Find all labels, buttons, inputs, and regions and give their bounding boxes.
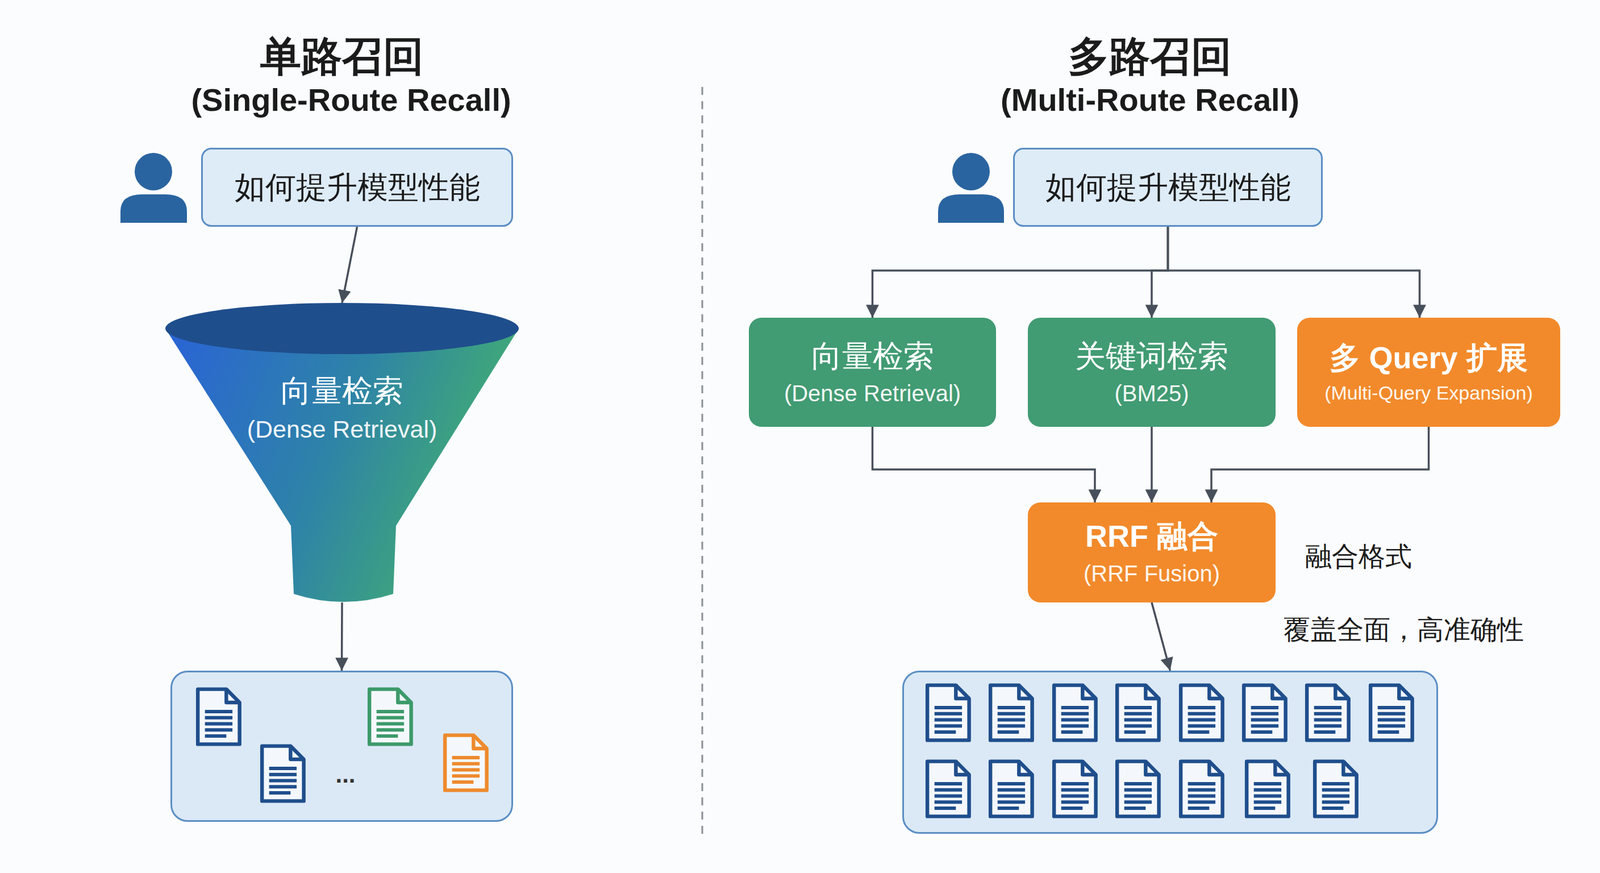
funnel-shape: 向量检索 (Dense Retrieval) [165,302,519,603]
divider-line [701,86,704,837]
node-title: 多 Query 扩展 [1329,339,1528,377]
person-icon [938,152,1004,223]
annotation-note: 融合格式 [1305,540,1412,573]
flow-arrow [1151,226,1169,318]
node-title: 如何提升模型性能 [234,168,481,207]
column-heading: (Multi-Route Recall) [1000,80,1300,119]
flow-arrow [1211,426,1429,503]
node-title: 向量检索 [811,337,935,375]
result-box: ... [170,670,514,822]
column-heading: (Single-Route Recall) [190,80,511,119]
node-title: RRF 融合 [1085,517,1219,556]
annotation-note: 覆盖全面，高准确性 [1283,613,1524,646]
result-box [902,670,1439,834]
flow-arrow [342,226,358,303]
expansion-box: 多 Query 扩展 (Multi-Query Expansion) [1297,317,1561,427]
query-box: 如何提升模型性能 [1013,147,1323,227]
node-subtitle: (Dense Retrieval) [247,414,438,444]
node-subtitle: (Multi-Query Expansion) [1324,381,1533,405]
node-subtitle: (RRF Fusion) [1083,559,1220,588]
flow-arrow [872,226,1169,318]
column-heading: 单路召回 [260,31,424,81]
flow-arrow [1151,602,1171,671]
node-title: 向量检索 [280,372,404,410]
node-subtitle: (Dense Retrieval) [784,379,961,408]
node-title: ... [335,759,356,789]
flow-arrow [340,602,344,671]
fusion-box: RRF 融合 (RRF Fusion) [1027,502,1276,603]
node-title: 关键词检索 [1075,337,1229,375]
node-subtitle: (BM25) [1114,379,1189,408]
query-box: 如何提升模型性能 [201,147,514,227]
flow-arrow [872,426,1096,503]
column-heading: 多路召回 [1068,31,1232,81]
document-icons [197,685,1412,817]
node-title: 如何提升模型性能 [1045,168,1291,207]
person-icon [120,152,187,223]
flow-arrow [1150,426,1153,503]
flow-arrow [1168,226,1420,318]
funnel-outline [165,302,519,603]
retrieval-box: 关键词检索 (BM25) [1027,317,1276,427]
retrieval-box: 向量检索 (Dense Retrieval) [748,317,997,427]
